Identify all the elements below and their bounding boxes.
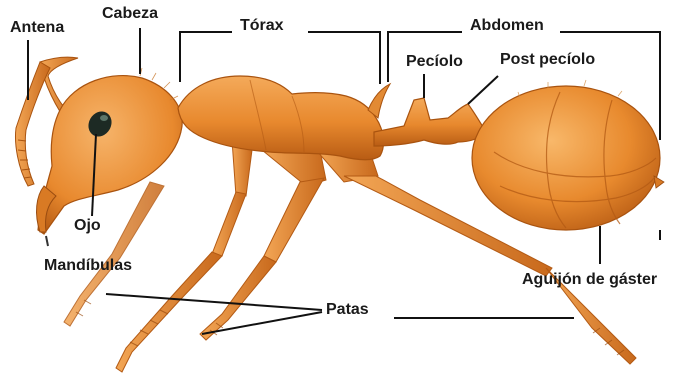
post-peciolo-leader xyxy=(468,76,498,104)
label-torax: Tórax xyxy=(240,18,284,34)
label-aguijon: Aguijón de gáster xyxy=(522,272,657,288)
gaster xyxy=(472,80,664,230)
label-antena: Antena xyxy=(10,20,64,36)
label-mandibulas: Mandíbulas xyxy=(44,258,132,274)
thorax xyxy=(178,76,390,160)
label-ojo: Ojo xyxy=(74,218,101,234)
label-cabeza: Cabeza xyxy=(102,6,158,22)
aguijon-leader xyxy=(600,226,660,264)
label-abdomen: Abdomen xyxy=(470,18,544,34)
label-post-peciolo: Post pecíolo xyxy=(500,52,595,68)
patas-leader-1 xyxy=(106,294,322,310)
torax-bracket xyxy=(180,32,380,84)
waist xyxy=(374,98,486,146)
label-peciolo: Pecíolo xyxy=(406,54,463,70)
head xyxy=(37,68,183,246)
label-patas: Patas xyxy=(326,302,369,318)
